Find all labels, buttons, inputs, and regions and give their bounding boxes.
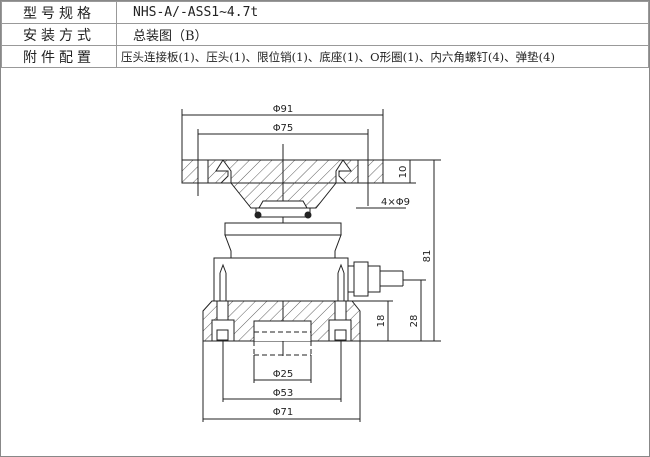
dim-base-plate: 18 (376, 315, 387, 328)
dim-base-pcd: Φ53 (273, 388, 294, 399)
table-row: 安装方式 总装图（B） (1, 23, 649, 46)
cable-connector (347, 261, 404, 297)
dim-total-height: 81 (422, 250, 433, 263)
table-row: 附件配置 压头连接板(1)、压头(1)、限位销(1)、底座(1)、O形圈(1)、… (1, 45, 649, 68)
accessories-value: 压头连接板(1)、压头(1)、限位销(1)、底座(1)、O形圈(1)、内六角螺钉… (116, 45, 649, 68)
dim-base-outer: Φ71 (273, 407, 294, 418)
dim-top-outer: Φ91 (273, 104, 294, 115)
dimensions (181, 109, 441, 422)
load-cell-body (213, 222, 349, 302)
spec-table: 型号规格 NHS-A/-ASS1~4.7t 安装方式 总装图（B） 附件配置 压… (1, 1, 649, 68)
dim-bore: Φ25 (273, 369, 294, 380)
pressure-head-plate (181, 151, 384, 219)
dim-top-pcd: Φ75 (273, 123, 294, 134)
base (202, 300, 361, 356)
dim-holes: 4×Φ9 (381, 197, 410, 208)
row-label: 附件配置 (1, 45, 117, 68)
dim-base-height: 28 (409, 315, 420, 328)
dim-flange-thickness: 10 (398, 166, 409, 179)
